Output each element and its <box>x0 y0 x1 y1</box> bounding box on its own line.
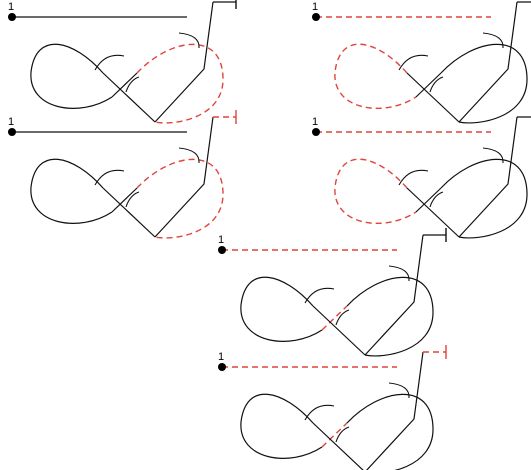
cross-right-solid <box>312 422 364 470</box>
start-dot <box>8 128 16 136</box>
start-label: 1 <box>312 1 318 13</box>
cross-right-solid <box>406 72 460 123</box>
crossing-arc-3 <box>482 147 504 164</box>
start-label: 1 <box>312 116 318 128</box>
tail-up-solid <box>458 116 518 238</box>
tail-up-solid <box>154 1 214 123</box>
crossing-arc-1 <box>398 54 429 71</box>
crossing-arc-1 <box>304 404 335 421</box>
left-lobe-solid <box>30 43 113 109</box>
left-lobe-dashed <box>334 43 417 109</box>
cross-left-dashed <box>321 422 348 448</box>
right-lobe-solid <box>440 158 528 239</box>
right-lobe-dashed <box>136 158 224 239</box>
right-lobe-solid <box>346 393 434 470</box>
left-lobe-solid <box>30 158 113 224</box>
knot-diagram-3: 1 <box>8 110 237 239</box>
knot-diagram-1: 1 <box>8 0 237 124</box>
crossing-arc-1 <box>94 169 125 186</box>
crossing-arc-3 <box>178 147 200 164</box>
right-lobe-solid <box>440 43 528 124</box>
tail-up-solid <box>154 116 214 238</box>
crossing-arc-2 <box>335 309 350 326</box>
right-lobe-solid <box>346 276 434 357</box>
start-label: 1 <box>218 351 224 363</box>
start-dot <box>8 13 16 21</box>
crossing-arc-2 <box>125 76 140 93</box>
tail-up-solid <box>366 351 424 470</box>
crossing-arc-1 <box>304 287 335 304</box>
crossing-arc-3 <box>482 32 504 49</box>
cross-left-solid <box>415 72 442 98</box>
cross-right-solid <box>102 187 156 238</box>
cross-left-solid <box>111 187 138 213</box>
cross-left-dashed <box>321 305 348 331</box>
cross-right-solid <box>312 305 366 356</box>
crossing-arc-3 <box>388 382 410 399</box>
crossing-arc-1 <box>398 169 429 186</box>
tail-up-solid <box>364 234 424 356</box>
left-lobe-dashed <box>334 158 417 224</box>
crossing-arc-3 <box>178 32 200 49</box>
left-lobe-solid <box>240 393 323 459</box>
crossing-arc-2 <box>125 191 140 208</box>
cross-right-solid <box>406 187 460 238</box>
knot-diagram-2: 1 <box>312 1 531 124</box>
cross-left-solid <box>415 187 442 213</box>
knot-diagram-6: 1 <box>218 345 447 470</box>
right-lobe-dashed <box>136 43 224 124</box>
knot-diagram-4: 1 <box>312 116 531 239</box>
start-label: 1 <box>8 1 14 13</box>
crossing-arc-2 <box>335 426 350 443</box>
left-lobe-solid <box>240 276 323 342</box>
knot-diagram-5: 1 <box>218 228 447 357</box>
tail-up-solid <box>458 1 518 123</box>
start-label: 1 <box>8 116 14 128</box>
start-dot <box>218 246 226 254</box>
start-label: 1 <box>218 234 224 246</box>
crossing-arc-3 <box>388 265 410 282</box>
crossing-arc-2 <box>429 76 444 93</box>
crossing-arc-2 <box>429 191 444 208</box>
start-dot <box>312 128 320 136</box>
crossing-arc-1 <box>94 54 125 71</box>
start-dot <box>312 13 320 21</box>
cross-right-solid <box>102 72 156 123</box>
start-dot <box>218 363 226 371</box>
cross-left-solid <box>111 72 138 98</box>
